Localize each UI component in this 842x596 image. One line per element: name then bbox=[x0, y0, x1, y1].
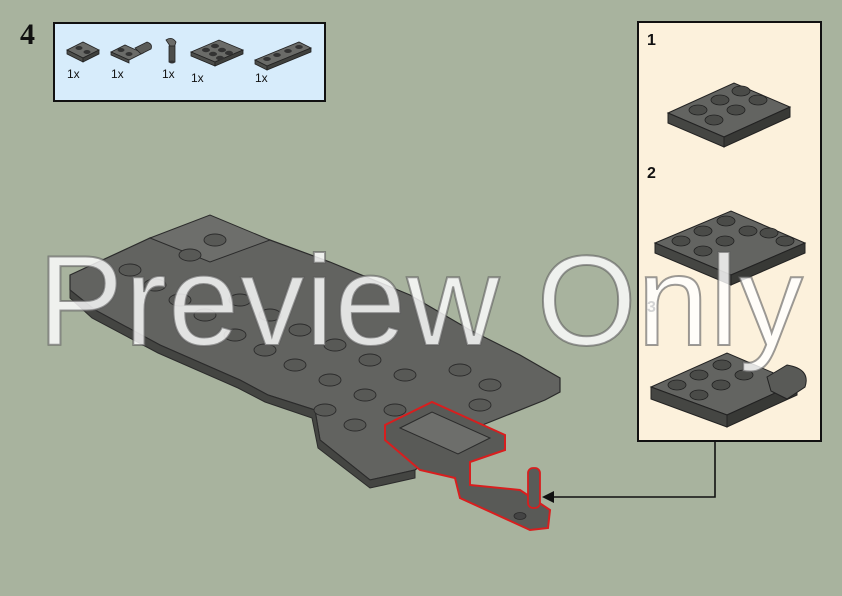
substep-number-3: 3 bbox=[647, 299, 656, 316]
plate-1x4-icon bbox=[254, 41, 312, 71]
bar-holder-clip-icon bbox=[165, 38, 177, 64]
plate-2x3-icon bbox=[189, 39, 245, 67]
part-qty: 1x bbox=[111, 67, 124, 81]
base-plate-side bbox=[69, 288, 416, 489]
part-qty: 1x bbox=[67, 67, 80, 81]
substep-2-illustration bbox=[653, 210, 807, 286]
substep-number-2: 2 bbox=[647, 165, 656, 182]
studs bbox=[118, 233, 502, 432]
substep-number-1: 1 bbox=[647, 32, 656, 49]
plate-hinge-icon bbox=[110, 41, 152, 64]
callout-arrow bbox=[542, 438, 716, 503]
highlighted-subassembly bbox=[384, 400, 552, 532]
part-qty: 1x bbox=[191, 71, 204, 85]
callout-box: 1 2 3 bbox=[637, 21, 822, 442]
parts-list: 1x 1x 1x 1x 1x bbox=[53, 22, 326, 102]
part-qty: 1x bbox=[162, 67, 175, 81]
substep-3-illustration bbox=[649, 352, 807, 428]
plate-1x2-icon bbox=[66, 41, 100, 63]
part-qty: 1x bbox=[255, 71, 268, 85]
step-number: 4 bbox=[20, 18, 35, 51]
substep-1-illustration bbox=[666, 82, 792, 148]
